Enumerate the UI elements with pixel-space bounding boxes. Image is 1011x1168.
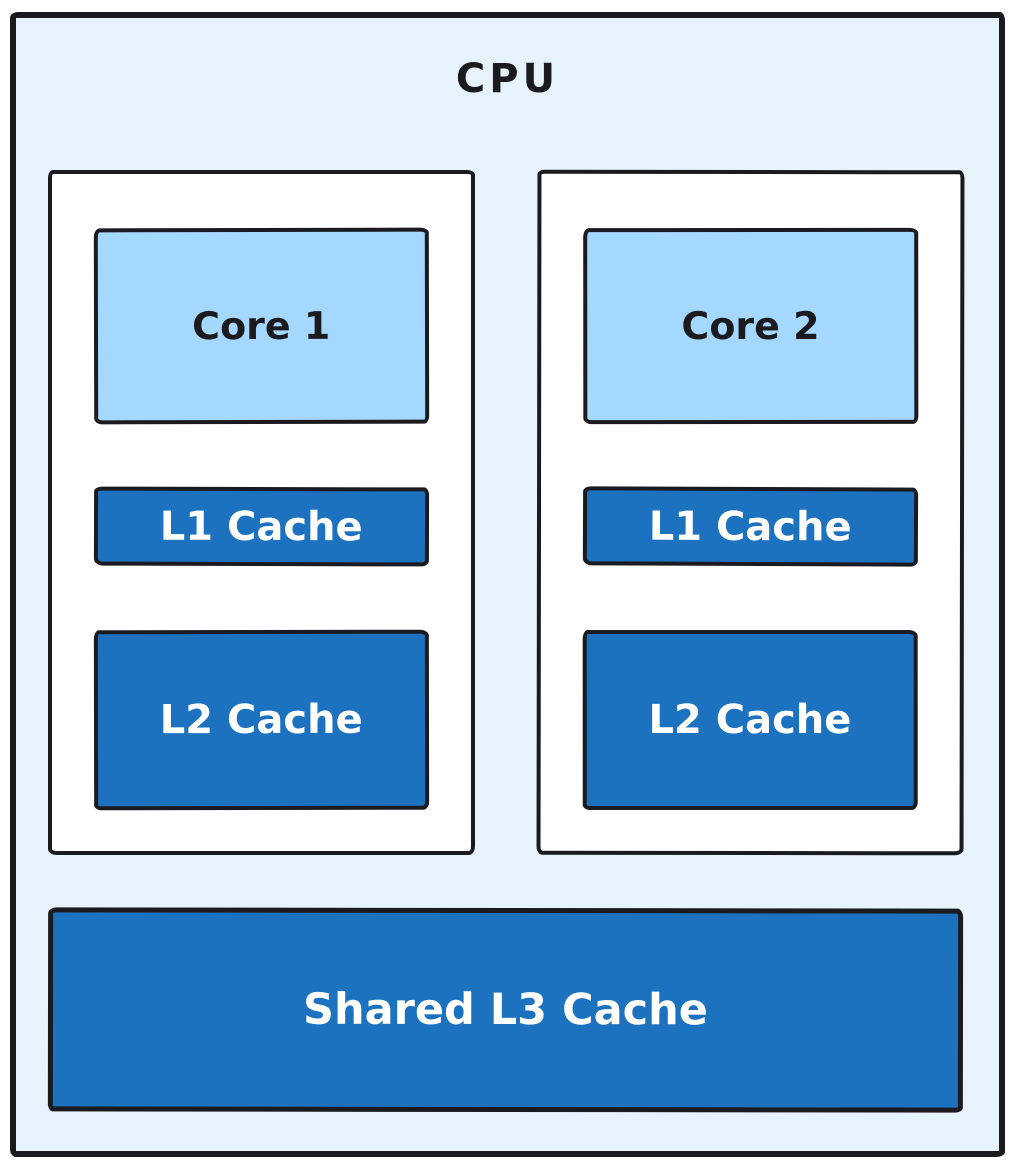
core-2-l1-cache-box: L1 Cache <box>582 486 918 567</box>
cores-row: Core 1 L1 Cache L2 Cache Core 2 L1 Cache… <box>48 169 964 856</box>
core-2-l2-cache-box: L2 Cache <box>582 629 917 811</box>
core-2-container: Core 2 L1 Cache L2 Cache <box>536 169 964 856</box>
shared-l3-cache-box: Shared L3 Cache <box>47 907 964 1113</box>
core-1-l2-cache-box: L2 Cache <box>93 629 429 811</box>
core-1-l1-cache-box: L1 Cache <box>93 486 429 567</box>
core-2-box: Core 2 <box>582 227 918 425</box>
cpu-title: CPU <box>455 56 560 102</box>
cpu-frame: CPU Core 1 L1 Cache L2 Cache Core 2 L1 C… <box>10 12 1005 1157</box>
core-1-container: Core 1 L1 Cache L2 Cache <box>48 170 475 855</box>
core-1-box: Core 1 <box>93 227 429 425</box>
